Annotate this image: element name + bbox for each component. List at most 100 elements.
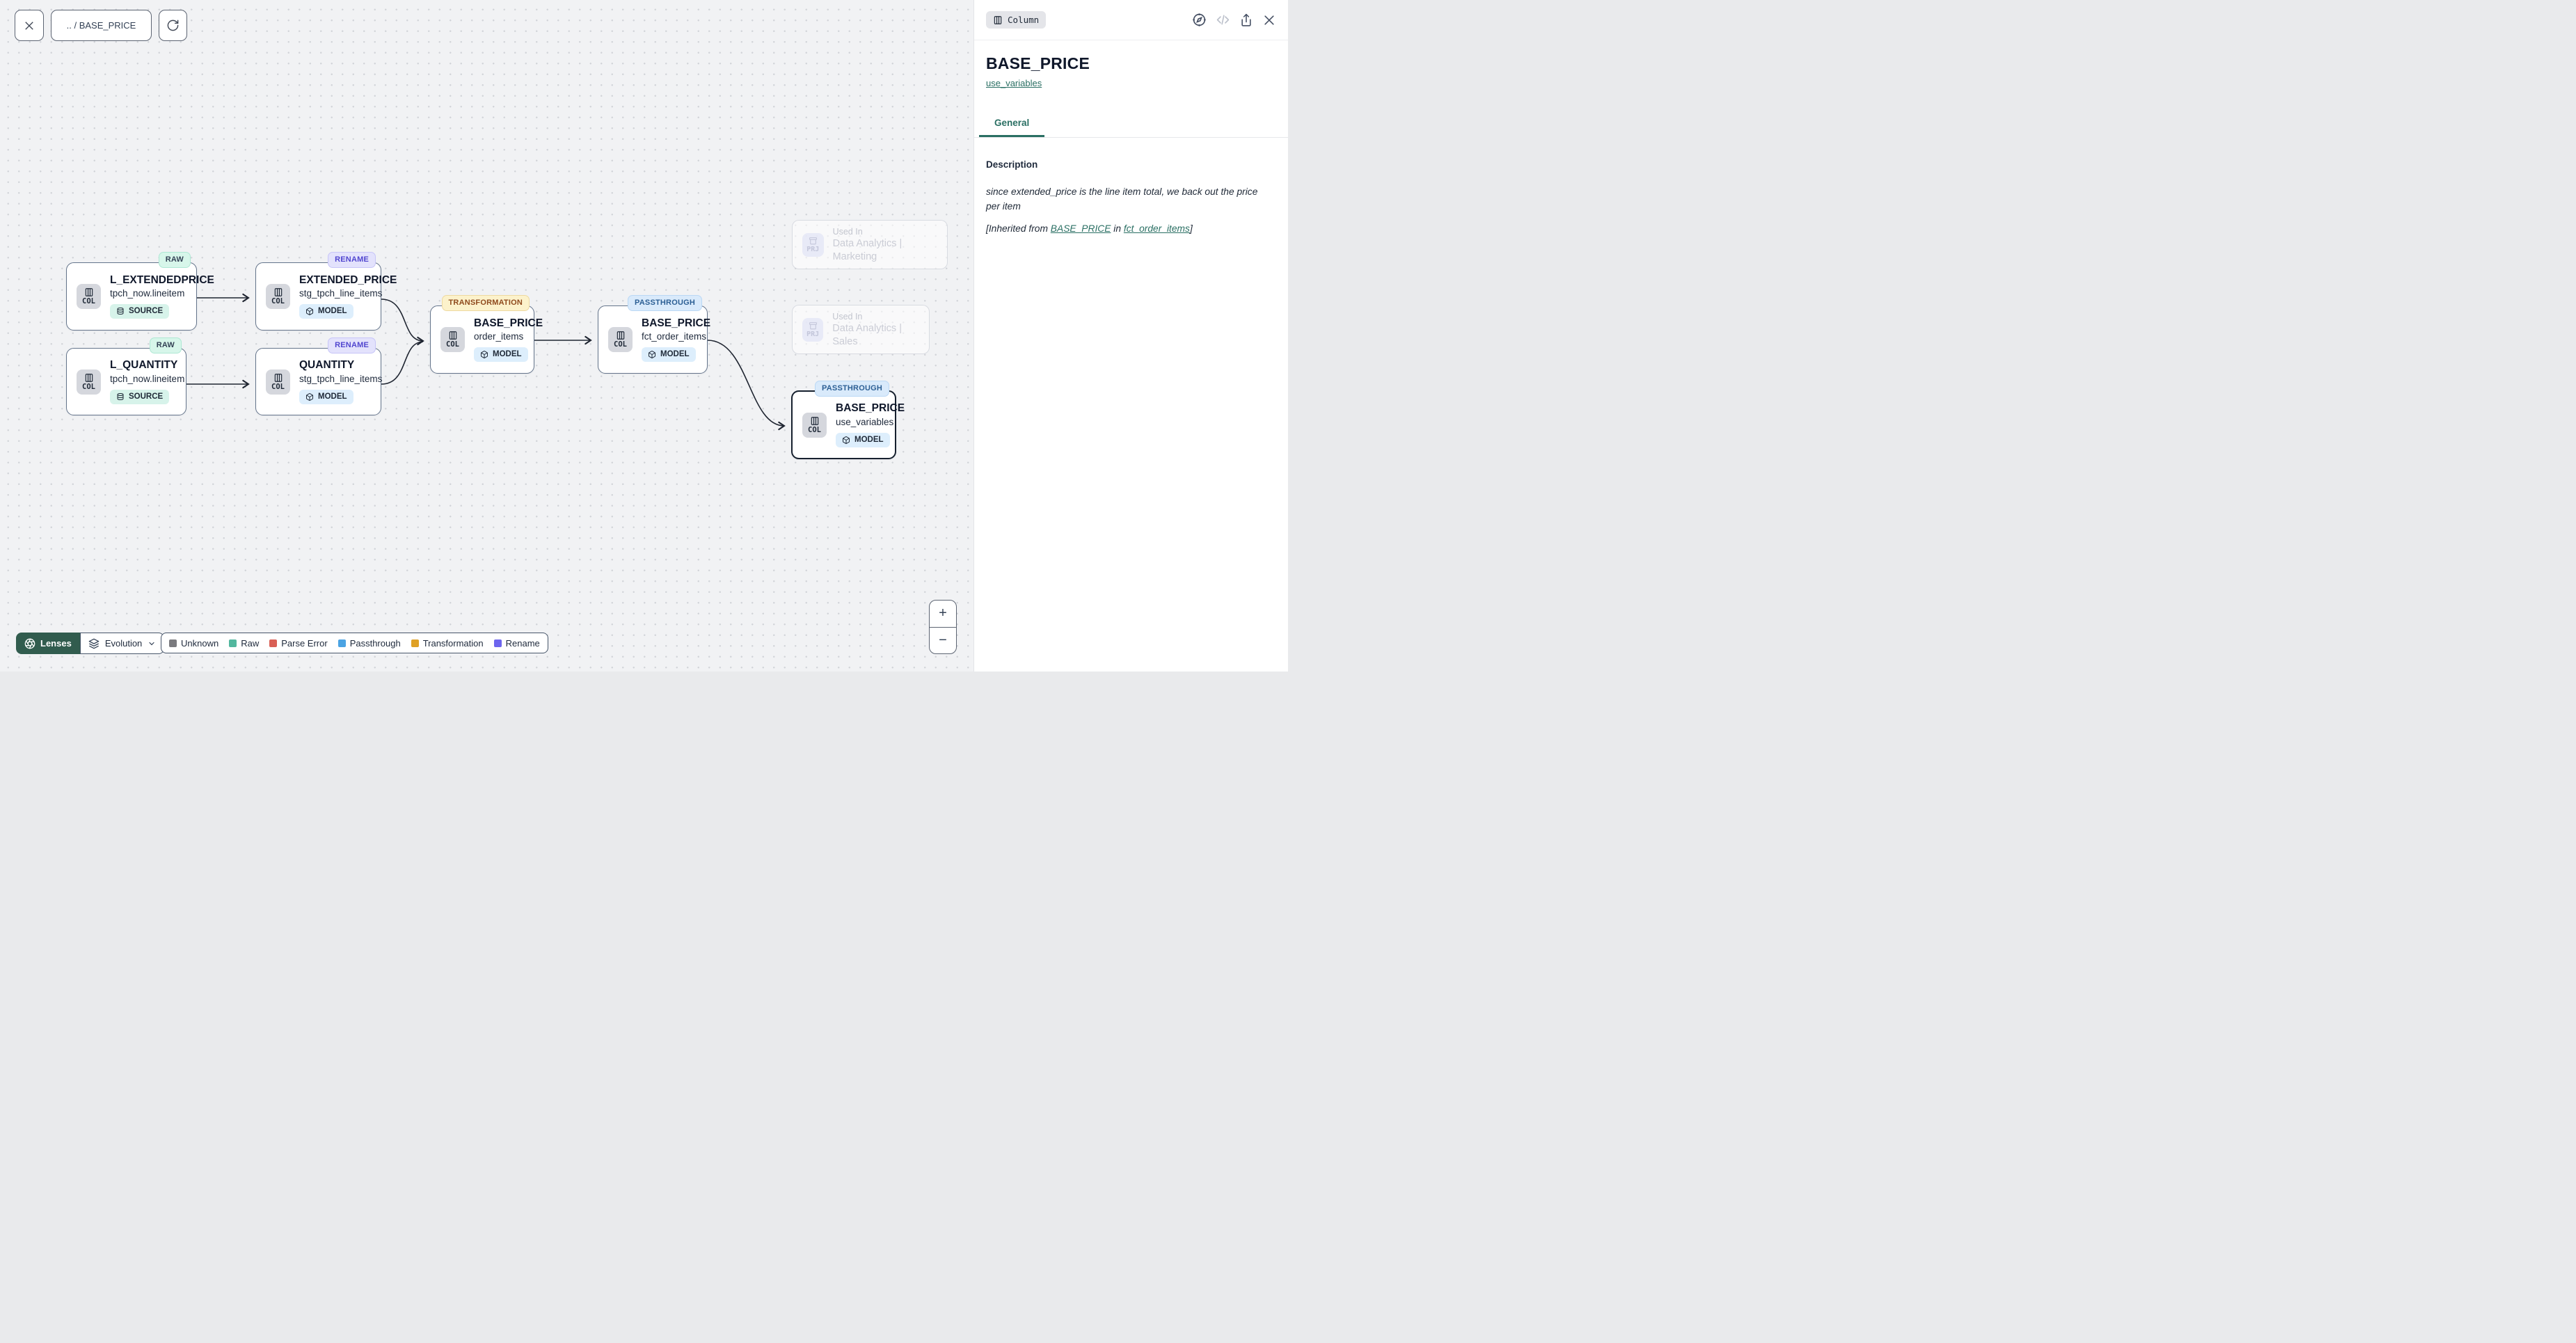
panel-title: BASE_PRICE bbox=[986, 54, 1090, 72]
kind-badge-model: MODEL bbox=[299, 389, 353, 404]
inherited-column-link[interactable]: BASE_PRICE bbox=[1050, 223, 1111, 235]
legend-swatch bbox=[337, 639, 346, 647]
node-base-price-fct-order-items[interactable]: PASSTHROUGH COL BASE_PRICE fct_order_ite… bbox=[598, 295, 711, 374]
lens-badge-passthrough: PASSTHROUGH bbox=[628, 295, 702, 311]
column-type-box: COL bbox=[77, 284, 101, 309]
node-l-extendedprice[interactable]: RAW COL L_EXTENDEDPRICE tpch_now.lineite… bbox=[66, 252, 214, 331]
layers-icon bbox=[88, 638, 100, 649]
legend-swatch bbox=[493, 639, 502, 647]
panel-tabs: General bbox=[974, 111, 1288, 138]
columns-icon bbox=[85, 373, 93, 382]
lens-badge-transformation: TRANSFORMATION bbox=[441, 295, 530, 311]
ghost-node-used-in-marketing[interactable]: PRJ Used In Data Analytics | Marketing bbox=[792, 220, 948, 269]
kind-badge-model: MODEL bbox=[642, 347, 696, 363]
zoom-out-button[interactable]: − bbox=[939, 632, 947, 648]
close-button[interactable] bbox=[15, 10, 44, 41]
refresh-button[interactable] bbox=[159, 10, 187, 41]
zoom-control: + − bbox=[929, 600, 957, 654]
node-subtitle: tpch_now.lineitem bbox=[110, 288, 185, 299]
share-button[interactable] bbox=[1239, 13, 1253, 27]
columns-icon bbox=[449, 331, 456, 340]
archive-icon bbox=[809, 237, 817, 244]
lens-badge-rename: RENAME bbox=[328, 337, 376, 353]
model-cube-icon bbox=[306, 392, 313, 401]
kind-badge-model: MODEL bbox=[836, 432, 890, 447]
columns-icon bbox=[994, 15, 1002, 24]
lens-badge-rename: RENAME bbox=[328, 252, 376, 268]
column-type-box: COL bbox=[77, 369, 101, 395]
node-subtitle: fct_order_items bbox=[642, 331, 707, 342]
node-subtitle: tpch_now.lineitem bbox=[110, 373, 185, 384]
model-cube-icon bbox=[649, 351, 655, 359]
code-button[interactable] bbox=[1216, 13, 1230, 27]
columns-icon bbox=[617, 331, 624, 340]
node-l-quantity[interactable]: RAW COL L_QUANTITY tpch_now.lineitem SOU… bbox=[66, 337, 186, 415]
node-subtitle: stg_tpch_line_items bbox=[299, 373, 383, 384]
columns-icon bbox=[811, 416, 818, 425]
node-base-price-order-items[interactable]: TRANSFORMATION COL BASE_PRICE order_item… bbox=[430, 295, 543, 374]
lineage-app: .. / BASE_PRICE PRJ Used In Data Analyti… bbox=[0, 0, 1288, 672]
code-icon bbox=[1216, 15, 1230, 25]
node-title: BASE_PRICE bbox=[836, 402, 905, 415]
model-cube-icon bbox=[843, 436, 850, 444]
node-title: EXTENDED_PRICE bbox=[299, 273, 397, 286]
breadcrumb[interactable]: .. / BASE_PRICE bbox=[51, 10, 152, 41]
lens-legend: Unknown Raw Parse Error Passthrough Tran… bbox=[161, 633, 548, 653]
project-name: Data Analytics | Marketing bbox=[832, 237, 903, 262]
inherited-model-link[interactable]: fct_order_items bbox=[1123, 223, 1190, 235]
legend-swatch bbox=[411, 639, 419, 647]
node-quantity[interactable]: RENAME COL QUANTITY stg_tpch_line_items … bbox=[255, 337, 383, 415]
tab-general[interactable]: General bbox=[979, 111, 1045, 137]
column-type-box: COL bbox=[608, 327, 633, 352]
explore-button[interactable] bbox=[1192, 13, 1207, 27]
node-base-price-use-variables[interactable]: PASSTHROUGH COL BASE_PRICE use_variables… bbox=[791, 381, 905, 459]
legend-swatch bbox=[169, 639, 177, 647]
panel-header: Column bbox=[974, 0, 1288, 40]
inherited-note: [Inherited from BASE_PRICE in fct_order_… bbox=[986, 223, 1193, 235]
legend-swatch bbox=[269, 639, 278, 647]
zoom-in-button[interactable]: + bbox=[930, 601, 956, 628]
kind-badge-model: MODEL bbox=[474, 347, 528, 363]
database-icon bbox=[117, 392, 124, 400]
legend-item: Parse Error bbox=[269, 638, 328, 649]
kind-badge-source: SOURCE bbox=[110, 304, 170, 319]
column-type-box: COL bbox=[266, 369, 290, 395]
node-title: BASE_PRICE bbox=[642, 317, 711, 329]
node-subtitle: order_items bbox=[474, 331, 524, 342]
compass-icon bbox=[1193, 13, 1206, 26]
description-text: since extended_price is the line item to… bbox=[986, 186, 1258, 212]
used-in-label: Used In bbox=[832, 226, 863, 237]
legend-item: Unknown bbox=[169, 638, 218, 649]
lens-badge-raw: RAW bbox=[158, 252, 191, 268]
lenses-control: Lenses Evolution bbox=[16, 633, 165, 654]
refresh-icon bbox=[167, 19, 179, 31]
columns-icon bbox=[85, 288, 93, 297]
evolution-dropdown[interactable]: Evolution bbox=[79, 633, 165, 654]
entity-type-badge: Column bbox=[986, 11, 1047, 29]
node-title: QUANTITY bbox=[299, 359, 355, 372]
columns-icon bbox=[274, 288, 282, 297]
node-title: L_QUANTITY bbox=[110, 359, 178, 372]
legend-item: Rename bbox=[493, 638, 540, 649]
aperture-icon bbox=[24, 638, 35, 649]
ghost-node-used-in-sales[interactable]: PRJ Used In Data Analytics | Sales bbox=[792, 305, 930, 354]
close-icon bbox=[1264, 15, 1274, 25]
legend-item: Transformation bbox=[411, 638, 484, 649]
panel-close-button[interactable] bbox=[1262, 13, 1276, 27]
model-link[interactable]: use_variables bbox=[986, 78, 1042, 88]
detail-panel: Column BASE_PRICE use_variables Gener bbox=[973, 0, 1288, 672]
project-icon-box: PRJ bbox=[802, 317, 824, 342]
column-type-box: COL bbox=[440, 327, 465, 352]
breadcrumb-label: .. / BASE_PRICE bbox=[66, 20, 136, 31]
columns-icon bbox=[274, 373, 282, 382]
lenses-button[interactable]: Lenses bbox=[16, 633, 80, 654]
panel-body: Description since extended_price is the … bbox=[974, 138, 1288, 234]
lens-badge-raw: RAW bbox=[149, 337, 182, 353]
node-subtitle: use_variables bbox=[836, 416, 894, 427]
kind-badge-source: SOURCE bbox=[110, 389, 170, 404]
node-subtitle: stg_tpch_line_items bbox=[299, 288, 383, 299]
model-cube-icon bbox=[306, 308, 313, 316]
model-cube-icon bbox=[481, 351, 488, 359]
node-extended-price[interactable]: RENAME COL EXTENDED_PRICE stg_tpch_line_… bbox=[255, 252, 397, 331]
legend-item: Passthrough bbox=[337, 638, 401, 649]
